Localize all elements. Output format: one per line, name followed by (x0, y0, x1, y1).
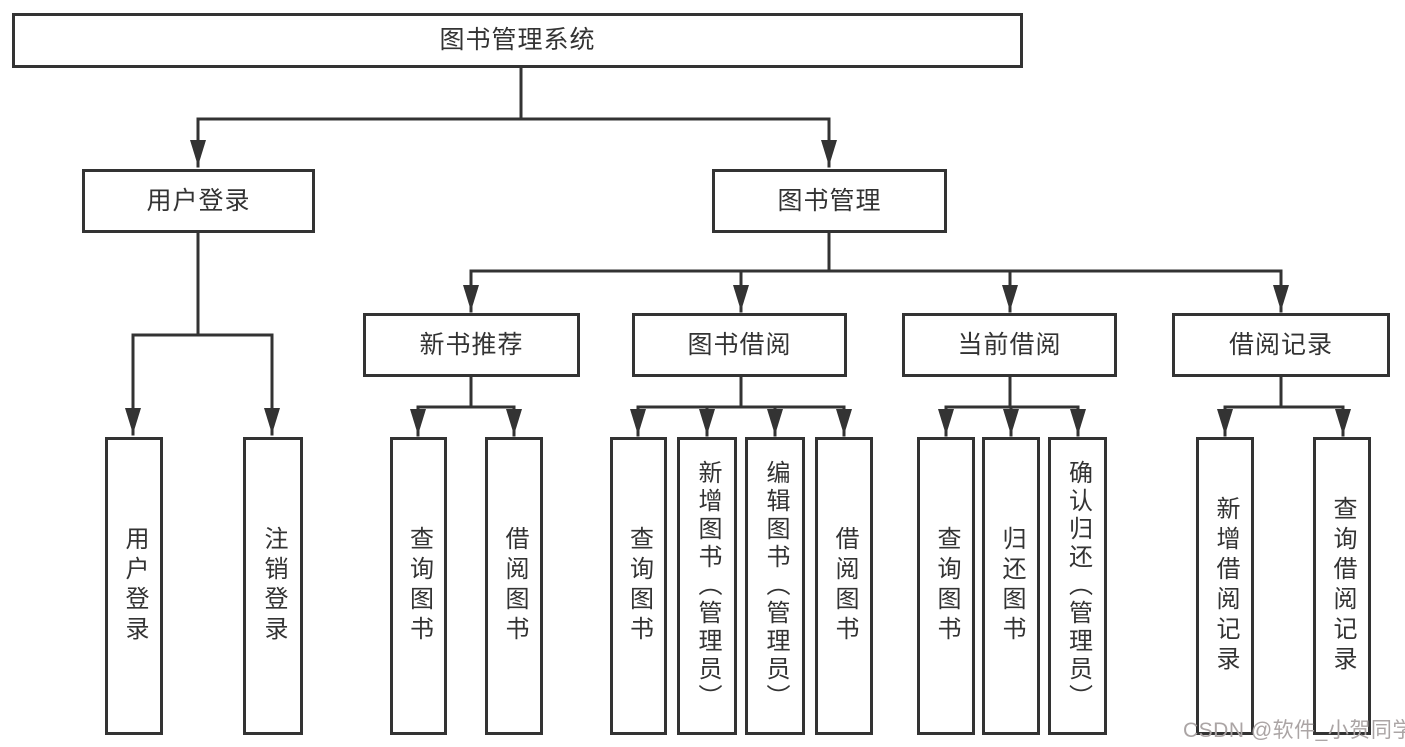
leaf-return-books: 归还图书 (982, 437, 1040, 735)
node-current-borrow: 当前借阅 (902, 313, 1117, 377)
leaf-query-borrow-record: 查询借阅记录 (1313, 437, 1371, 735)
leaf-borrow-books-borrow-label: 借阅图书 (831, 526, 858, 646)
node-book-borrow-label: 图书借阅 (687, 330, 792, 359)
node-user-login-label: 用户登录 (146, 186, 251, 215)
leaf-logout: 注销登录 (243, 437, 303, 735)
node-borrow-records: 借阅记录 (1172, 313, 1390, 377)
leaf-query-books-borrow-label: 查询图书 (625, 526, 653, 646)
leaf-query-books-newbook: 查询图书 (390, 437, 447, 735)
node-book-management-label: 图书管理 (777, 186, 882, 215)
csdn-watermark: CSDN @软件_小贺同学 (1183, 719, 1405, 742)
leaf-confirm-return-admin-label: 确认归还（管理员） (1064, 460, 1092, 712)
leaf-query-books-newbook-label: 查询图书 (405, 526, 433, 646)
leaf-add-borrow-record-label: 新增借阅记录 (1212, 496, 1239, 676)
leaf-add-borrow-record: 新增借阅记录 (1196, 437, 1254, 735)
leaf-query-books-current-label: 查询图书 (933, 526, 960, 646)
leaf-logout-label: 注销登录 (260, 526, 287, 646)
leaf-query-borrow-record-label: 查询借阅记录 (1329, 496, 1356, 676)
leaf-borrow-books-borrow: 借阅图书 (815, 437, 873, 735)
leaf-return-books-label: 归还图书 (998, 526, 1025, 646)
node-user-login: 用户登录 (82, 169, 315, 233)
node-library-system-label: 图书管理系统 (439, 26, 596, 54)
leaf-edit-book-admin: 编辑图书（管理员） (745, 437, 805, 735)
node-book-borrow: 图书借阅 (632, 313, 847, 377)
leaf-query-books-borrow: 查询图书 (610, 437, 667, 735)
node-current-borrow-label: 当前借阅 (957, 330, 1062, 359)
node-book-management: 图书管理 (712, 169, 947, 233)
node-borrow-records-label: 借阅记录 (1228, 330, 1333, 359)
leaf-edit-book-admin-label: 编辑图书（管理员） (762, 460, 789, 712)
leaf-user-login-label: 用户登录 (121, 526, 148, 646)
leaf-borrow-books-newbook-label: 借阅图书 (501, 526, 528, 646)
node-library-system: 图书管理系统 (12, 13, 1023, 68)
leaf-query-books-current: 查询图书 (917, 437, 975, 735)
leaf-confirm-return-admin: 确认归还（管理员） (1048, 437, 1107, 735)
leaf-user-login: 用户登录 (105, 437, 163, 735)
node-new-book-recommend-label: 新书推荐 (419, 330, 524, 359)
leaf-add-book-admin: 新增图书（管理员） (677, 437, 737, 735)
node-new-book-recommend: 新书推荐 (363, 313, 580, 377)
leaf-add-book-admin-label: 新增图书（管理员） (694, 460, 721, 712)
leaf-borrow-books-newbook: 借阅图书 (485, 437, 543, 735)
